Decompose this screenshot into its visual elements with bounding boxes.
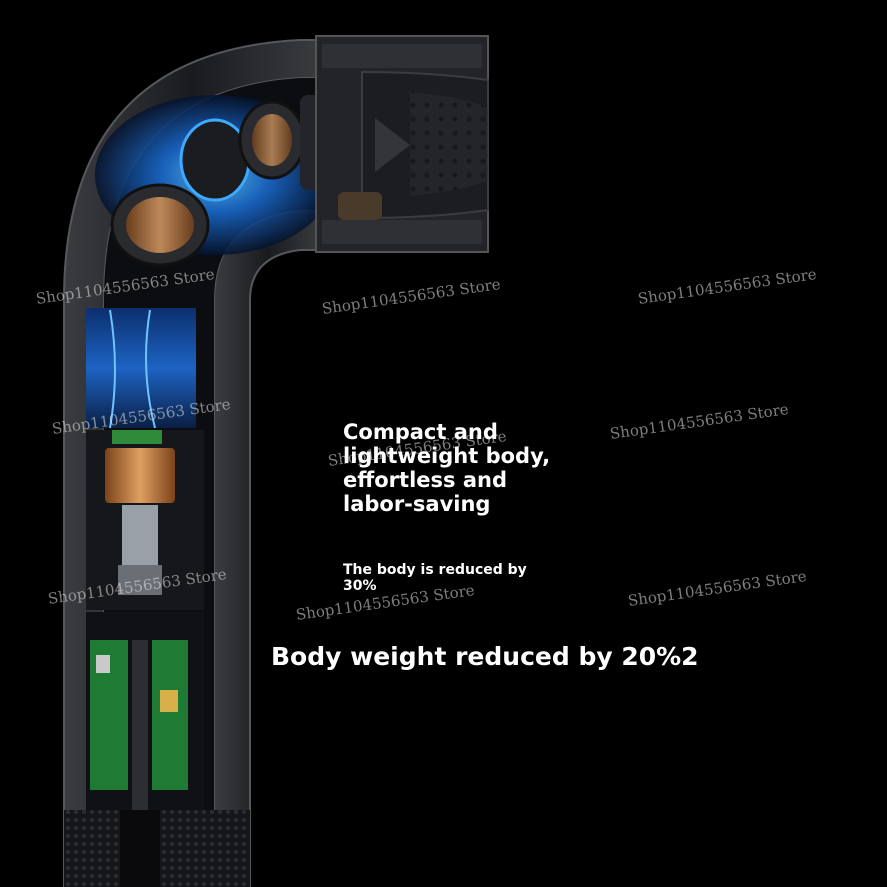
weight-reduction-note: The body is reduced by 30% [343,562,527,594]
circuit-boards [86,612,204,810]
nozzle-head [315,35,489,253]
motor-assembly [95,87,358,267]
headline: Compact and lightweight body, effortless… [343,420,551,516]
airflow-channel [86,308,196,429]
handle-grip [64,810,250,887]
weight-reduction-caption: Body weight reduced by 20%2 [271,642,699,671]
handle-internals [86,430,204,610]
